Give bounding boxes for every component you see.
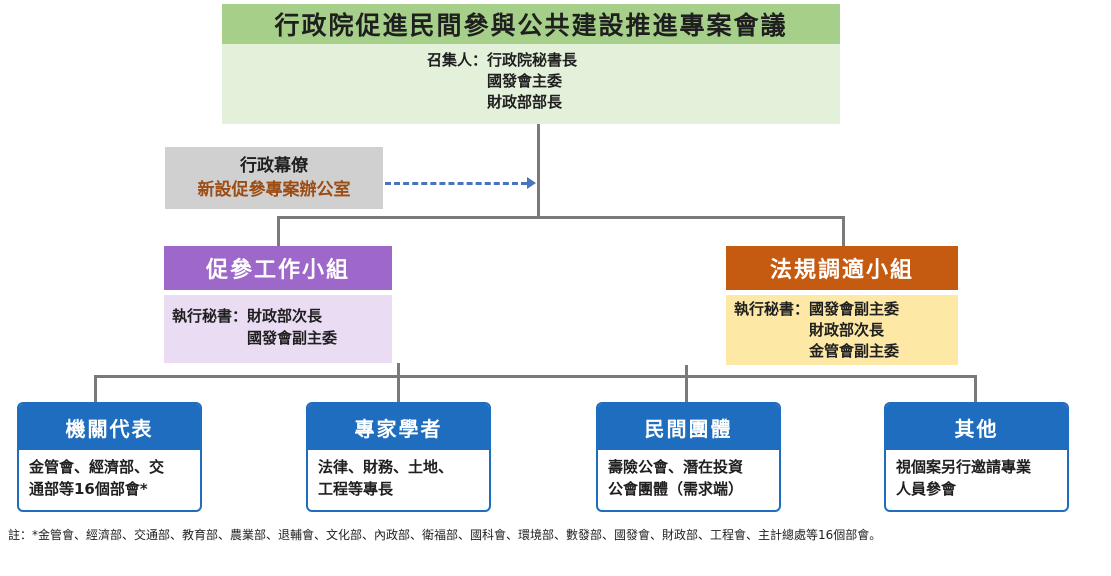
connector-group1-down — [277, 216, 280, 246]
connector-council-down — [537, 124, 540, 218]
convener-3: 財政部部長 — [487, 93, 563, 111]
group1-member-1: 財政部次長 — [247, 307, 323, 325]
group-promotion-title: 促參工作小組 — [164, 246, 392, 290]
card-body: 金管會、經濟部、交 通部等16個部會* — [19, 450, 200, 500]
connector-group2-bottom — [685, 365, 688, 377]
group1-member-2: 國發會副主委 — [247, 329, 338, 347]
convener-2: 國發會主委 — [487, 72, 563, 90]
convener-1: 行政院秘書長 — [487, 51, 578, 69]
staff-line1: 行政幕僚 — [240, 156, 308, 176]
card-body-line: 法律、財務、土地、 — [318, 458, 454, 476]
connector-card3-down — [685, 375, 688, 402]
group2-member-3: 金管會副主委 — [809, 342, 900, 360]
convener-label: 召集人： — [427, 51, 488, 69]
group-promotion-body: 執行秘書： 財政部次長 執行秘書： 國發會副主委 — [164, 295, 392, 363]
card-body-line: 人員參會 — [896, 480, 957, 498]
connector-card2-down — [397, 375, 400, 402]
council-conveners: 召集人： 行政院秘書長 召集人： 國發會主委 召集人： 財政部部長 — [222, 44, 840, 124]
card-body-line: 壽險公會、潛在投資 — [608, 458, 744, 476]
connector-card4-down — [974, 375, 977, 402]
card-body: 法律、財務、土地、 工程等專長 — [308, 450, 489, 500]
card-title: 民間團體 — [598, 404, 779, 450]
card-others: 其他 視個案另行邀請專業 人員參會 — [884, 402, 1069, 512]
staff-line2: 新設促參專案辦公室 — [197, 180, 351, 200]
connector-card1-down — [94, 375, 97, 402]
card-body-line: 公會團體（需求端） — [608, 480, 744, 498]
group2-member-1: 國發會副主委 — [809, 300, 900, 318]
dashed-arrow-line — [385, 182, 527, 185]
connector-group2-down — [842, 216, 845, 246]
card-title: 專家學者 — [308, 404, 489, 450]
group2-member-2: 財政部次長 — [809, 321, 885, 339]
connector-group1-bottom — [397, 363, 400, 377]
card-private-groups: 民間團體 壽險公會、潛在投資 公會團體（需求端） — [596, 402, 781, 512]
admin-staff-box: 行政幕僚 新設促參專案辦公室 — [165, 147, 383, 209]
card-title: 其他 — [886, 404, 1067, 450]
connector-groups-horizontal — [278, 216, 844, 219]
card-body: 視個案另行邀請專業 人員參會 — [886, 450, 1067, 500]
group-regulation-title: 法規調適小組 — [726, 246, 958, 290]
card-title: 機關代表 — [19, 404, 200, 450]
card-agency-representatives: 機關代表 金管會、經濟部、交 通部等16個部會* — [17, 402, 202, 512]
secretary-label: 執行秘書： — [734, 300, 810, 318]
council-title: 行政院促進民間參與公共建設推進專案會議 — [222, 4, 840, 44]
card-experts-scholars: 專家學者 法律、財務、土地、 工程等專長 — [306, 402, 491, 512]
card-body-line: 通部等16個部會* — [29, 480, 148, 498]
card-body-line: 工程等專長 — [318, 480, 394, 498]
footnote: 註：*金管會、經濟部、交通部、教育部、農業部、退輔會、文化部、內政部、衛福部、國… — [8, 528, 882, 542]
card-body-line: 金管會、經濟部、交 — [29, 458, 165, 476]
group-regulation-body: 執行秘書： 國發會副主委 執行秘書： 財政部次長 執行秘書： 金管會副主委 — [726, 295, 958, 365]
card-body-line: 視個案另行邀請專業 — [896, 458, 1032, 476]
arrow-head-icon — [527, 177, 536, 189]
secretary-label: 執行秘書： — [172, 307, 248, 325]
card-body: 壽險公會、潛在投資 公會團體（需求端） — [598, 450, 779, 500]
connector-cards-horizontal — [94, 375, 977, 378]
